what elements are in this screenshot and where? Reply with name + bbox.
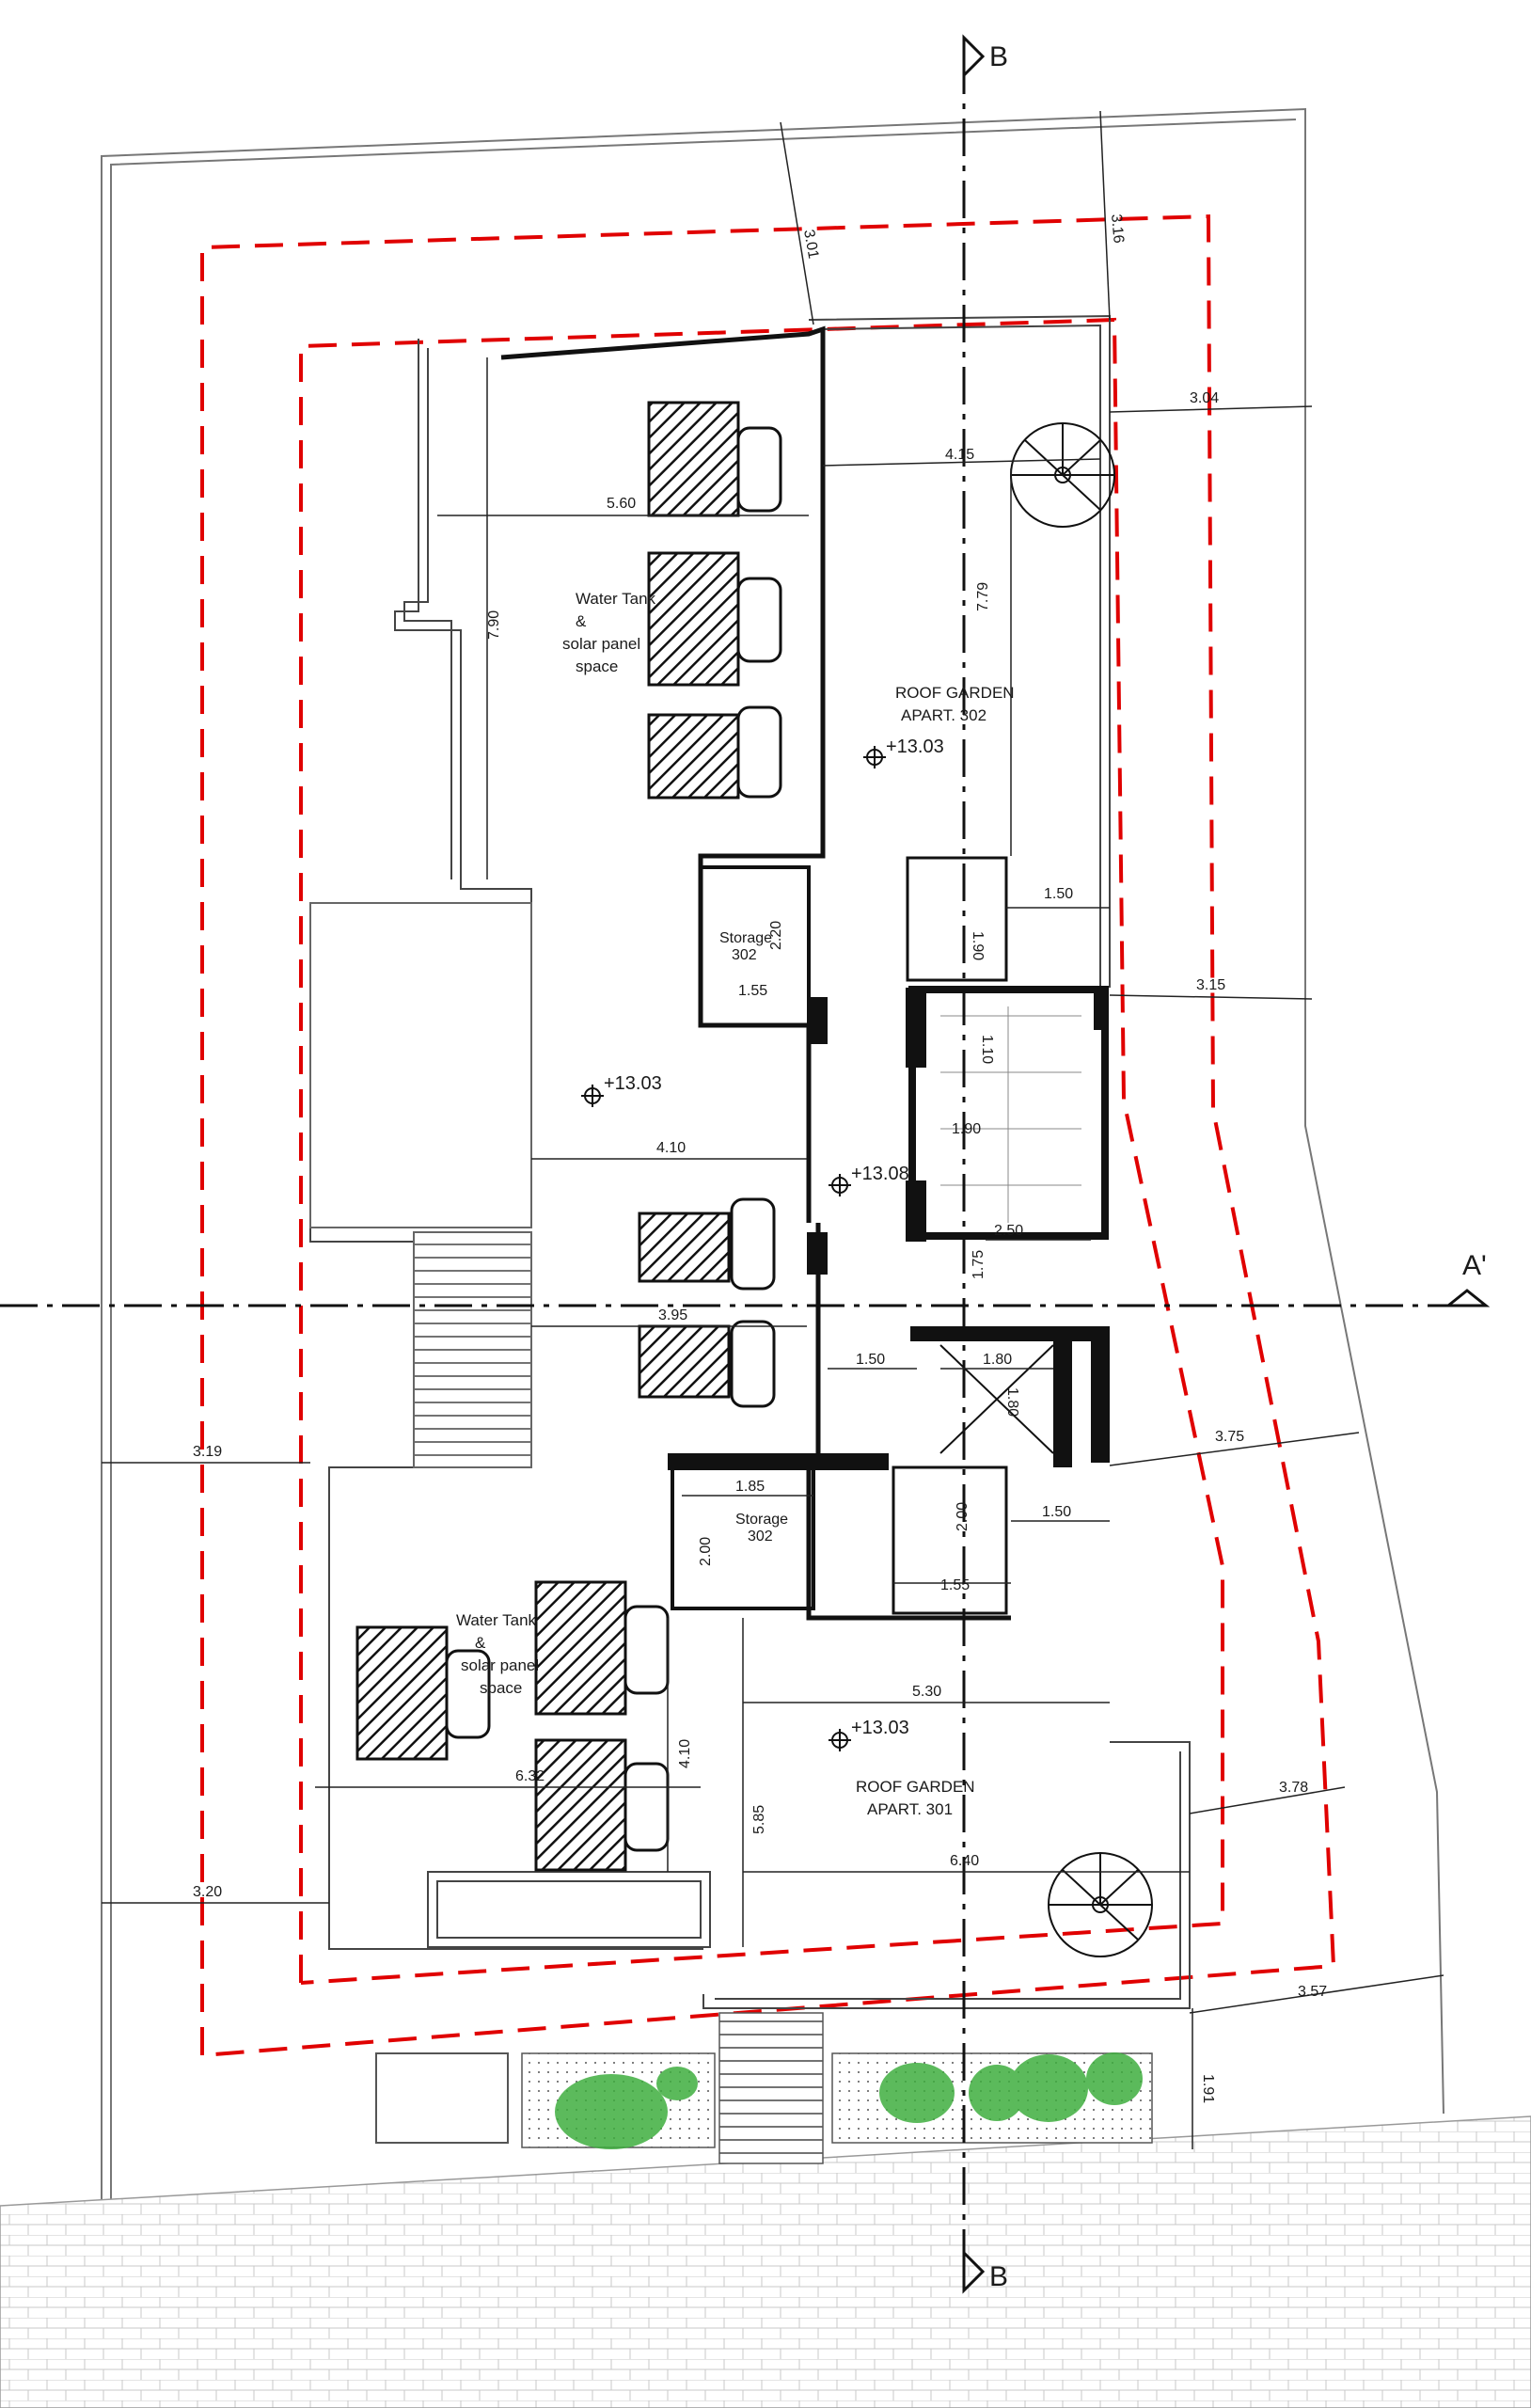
dimension-label: 1.80: [983, 1352, 1012, 1368]
dimension-label: 4.15: [945, 447, 974, 463]
level-label: +13.08: [851, 1164, 909, 1184]
level-label: +13.03: [886, 737, 944, 757]
level-label: +13.03: [851, 1718, 909, 1738]
dimension-label: 2.50: [994, 1223, 1023, 1239]
dimension-label: 1.50: [856, 1352, 885, 1368]
dimension-label: 1.10: [979, 1035, 995, 1064]
room-label: 302: [748, 1529, 773, 1545]
room-label: space: [576, 657, 618, 675]
room-label: solar panel: [461, 1656, 539, 1674]
room-label: space: [480, 1679, 522, 1697]
dimension-label: 2.00: [955, 1502, 971, 1531]
dimension-label: 4.10: [677, 1739, 693, 1768]
section-axes: [0, 56, 1467, 2276]
dimension-label: 3.57: [1298, 1984, 1327, 2000]
room-label: 302: [732, 947, 757, 963]
room-label: APART. 302: [901, 706, 986, 724]
room-label: Storage: [719, 930, 772, 946]
dimension-label: 4.10: [656, 1140, 686, 1156]
room-label: Water Tank: [456, 1611, 537, 1629]
dimension-label: 5.30: [912, 1684, 941, 1700]
dimension-label: 2.00: [698, 1537, 714, 1566]
section-marker-top: B: [989, 41, 1008, 72]
room-label: Storage: [735, 1512, 788, 1528]
room-label: ROOF GARDEN: [895, 684, 1015, 702]
level-label: +13.03: [604, 1073, 662, 1094]
dimension-label: 1.55: [940, 1577, 970, 1593]
dimension-label: 1.80: [1004, 1387, 1020, 1417]
dimension-label: 1.90: [970, 931, 986, 960]
left-void: [309, 902, 532, 1468]
dimension-label: 3.04: [1190, 390, 1219, 406]
room-label: solar panel: [562, 635, 640, 653]
dimension-label: 1.91: [1200, 2074, 1216, 2103]
dimension-label: 1.50: [1044, 886, 1073, 902]
dimension-label: 1.55: [738, 983, 767, 999]
dimension-label: 3.78: [1279, 1780, 1308, 1796]
front-landscaping: [375, 2012, 1153, 2164]
dimension-label: 3.95: [658, 1307, 687, 1323]
room-label: APART. 301: [867, 1800, 953, 1818]
room-labels: Water Tank & solar panel space ROOF GARD…: [456, 590, 1015, 1818]
section-marker-right: A': [1462, 1250, 1487, 1281]
dimension-lines: [102, 110, 1444, 2149]
interior-walls: [500, 325, 1011, 1621]
room-label: &: [576, 612, 587, 630]
water-tank-group-upper: [638, 401, 782, 1408]
spiral-stair-icon: [1010, 422, 1115, 528]
room-label: &: [475, 1634, 486, 1652]
dimension-label: 1.90: [952, 1121, 981, 1137]
dimension-label: 1.50: [1042, 1504, 1071, 1520]
room-label: Water Tank: [576, 590, 656, 608]
spiral-stair-icon: [1048, 1852, 1153, 1957]
stair-core: [668, 986, 1110, 1470]
section-marker-bottom: B: [989, 2261, 1008, 2292]
dimension-label: 3.20: [193, 1884, 222, 1900]
dimension-label: 3.19: [193, 1444, 222, 1460]
dimension-label: 3.15: [1196, 977, 1225, 993]
dimension-label: 6.40: [950, 1853, 979, 1869]
dimension-label: 5.85: [751, 1805, 767, 1834]
section-marker-icon: [962, 34, 1491, 2294]
dimension-label: 6.32: [515, 1768, 545, 1784]
dimension-labels: 3.01 3.16 3.04 4.15 5.60 7.90 7.79 2.20 …: [193, 214, 1327, 2103]
dimension-label: 1.85: [735, 1479, 765, 1495]
site-boundary: [101, 107, 1444, 2217]
water-tank-group-lower: [355, 1580, 670, 1872]
dimension-label: 5.60: [607, 496, 636, 512]
dimension-label: 3.75: [1215, 1429, 1244, 1445]
dimension-label: 3.01: [800, 229, 821, 261]
dimension-label: 7.90: [486, 610, 502, 640]
level-marker-icon: [581, 746, 886, 1751]
dimension-label: 3.16: [1108, 214, 1127, 245]
street-paving: [0, 2115, 1531, 2408]
dimension-label: 2.20: [768, 921, 784, 950]
dimension-label: 1.75: [971, 1250, 986, 1279]
room-label: ROOF GARDEN: [856, 1778, 975, 1796]
dimension-label: 7.79: [975, 582, 991, 611]
plant-icon: [555, 2052, 1143, 2149]
